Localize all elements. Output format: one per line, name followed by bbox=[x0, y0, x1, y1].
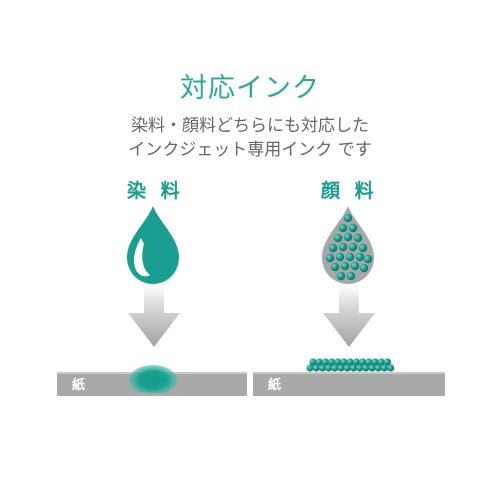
pigment-particle bbox=[353, 233, 363, 243]
dye-label: 染 料 bbox=[127, 180, 184, 202]
pigment-particle bbox=[371, 358, 379, 366]
subtitle-line-2: インクジェット専用インク です bbox=[128, 140, 372, 160]
pigment-particle bbox=[335, 252, 345, 262]
pigment-particle bbox=[328, 358, 336, 366]
pigment-particle bbox=[380, 364, 388, 372]
pigment-particle bbox=[333, 233, 343, 243]
pigment-particle bbox=[352, 358, 360, 366]
pigment-particle bbox=[309, 358, 317, 366]
pigment-particle bbox=[343, 364, 351, 372]
pigment-particle bbox=[346, 358, 354, 366]
pigment-particle bbox=[338, 242, 348, 252]
pigment-drop-icon bbox=[322, 206, 374, 284]
pigment-particle bbox=[359, 263, 369, 273]
page-title: 対応インク bbox=[180, 73, 320, 104]
pigment-particle bbox=[331, 364, 339, 372]
pigment-particle bbox=[315, 358, 323, 366]
paper-label-right: 紙 bbox=[268, 378, 282, 393]
pigment-particle bbox=[321, 358, 329, 366]
pigment-particle bbox=[325, 364, 333, 372]
pigment-particle bbox=[343, 213, 353, 223]
paper-pigment bbox=[253, 358, 445, 396]
pigment-particle bbox=[325, 253, 335, 263]
down-arrow-icon bbox=[323, 285, 375, 347]
down-arrow-icon bbox=[128, 285, 180, 347]
pigment-particle bbox=[359, 358, 367, 366]
pigment-particle bbox=[312, 364, 320, 372]
pigment-particle bbox=[330, 262, 340, 272]
pigment-particle bbox=[387, 364, 395, 372]
pigment-particle bbox=[362, 364, 370, 372]
pigment-particle bbox=[340, 261, 350, 271]
pigment-particle bbox=[348, 223, 358, 233]
subtitle-line-1: 染料・顔料どちらにも対応した bbox=[131, 116, 369, 136]
pigment-particle bbox=[355, 252, 365, 262]
pigment-particle bbox=[346, 271, 356, 281]
pigment-particle bbox=[365, 358, 373, 366]
pigment-particle bbox=[345, 252, 355, 262]
paper-label-left: 紙 bbox=[72, 378, 86, 393]
pigment-particle bbox=[334, 358, 342, 366]
paper-dye bbox=[57, 365, 247, 396]
pigment-particle bbox=[358, 243, 368, 253]
pigment-particle bbox=[343, 232, 353, 242]
pigment-particle bbox=[383, 358, 391, 366]
pigment-particle bbox=[374, 364, 382, 372]
pigment-particle bbox=[350, 261, 360, 271]
subtitle: 染料・顔料どちらにも対応した インクジェット専用インク です bbox=[0, 114, 500, 162]
pigment-particle bbox=[348, 242, 358, 252]
pigment-particle bbox=[336, 271, 346, 281]
pigment-particle bbox=[337, 364, 345, 372]
pigment-particle bbox=[356, 364, 364, 372]
pigment-particle bbox=[340, 358, 348, 366]
pigment-particle bbox=[318, 364, 326, 372]
pigment-particle bbox=[328, 243, 338, 253]
pigment-particle bbox=[349, 364, 357, 372]
pigment-particle bbox=[338, 223, 348, 233]
pigment-particle bbox=[377, 358, 385, 366]
dye-drop-icon bbox=[127, 206, 179, 284]
pigment-particle bbox=[368, 364, 376, 372]
pigment-particle bbox=[306, 364, 314, 372]
pigment-particle bbox=[363, 254, 373, 264]
pigment-label: 顔 料 bbox=[321, 180, 378, 202]
